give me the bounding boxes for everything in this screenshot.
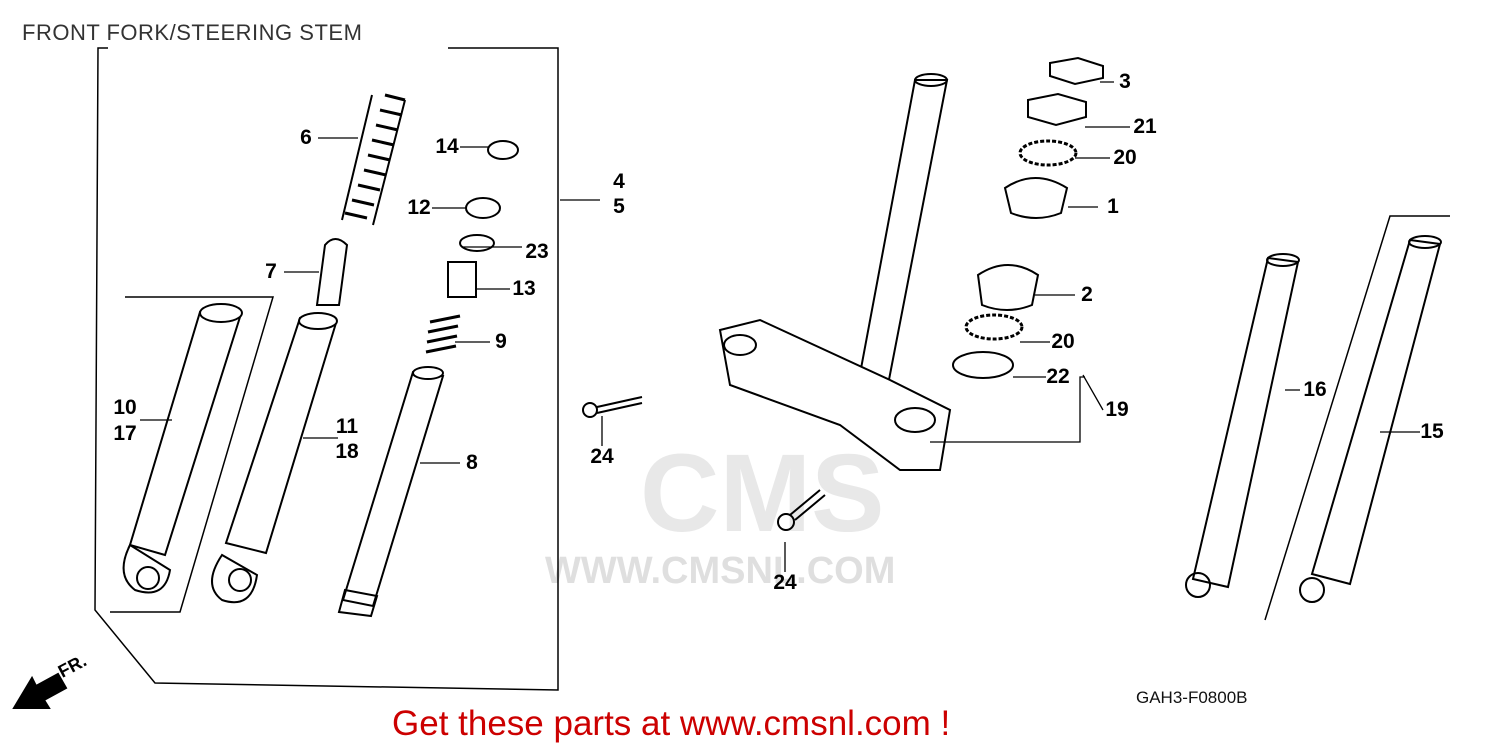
callout-3: 3 [1119,70,1131,93]
callout-15: 15 [1420,420,1444,443]
bolt-24a [582,396,643,418]
cap-14 [487,140,519,160]
outer-tube-right [211,312,338,604]
callout-18: 18 [335,440,359,463]
callout-10: 10 [113,396,137,419]
bearing-20b [964,313,1024,341]
callout-5: 5 [613,195,625,218]
race-2 [976,264,1040,311]
callout-9: 9 [495,330,507,353]
watermark-logo: CMS [640,432,885,555]
callout-19: 19 [1105,398,1129,421]
callout-17: 17 [113,422,137,445]
callout-1: 1 [1107,195,1119,218]
bolt-24b [777,489,826,531]
callout-24: 24 [590,445,614,468]
bearing-20a [1018,139,1078,167]
callout-22: 22 [1046,365,1070,388]
diagram-code: GAH3-F0800B [1136,688,1248,707]
callout-12: 12 [407,196,431,219]
spring-9 [425,314,461,354]
callout-16: 16 [1303,378,1327,401]
callout-8: 8 [466,451,478,474]
nut-21 [1027,92,1087,127]
spring-seat [315,238,349,306]
fork-spring [341,93,406,226]
outer-tube-left [122,303,243,594]
callout-14: 14 [435,135,459,158]
callout-20: 20 [1113,146,1137,169]
fork-pipe [337,366,445,618]
watermark-url: WWW.CMSNL.COM [545,550,896,592]
callout-23: 23 [525,240,549,263]
callout-6: 6 [300,126,312,149]
callout-7: 7 [265,260,277,283]
fork-assembly-frame [94,47,559,691]
right-fork-frame [1264,215,1450,621]
fork-16 [1185,253,1300,598]
front-arrow-icon [12,672,68,709]
cta-link[interactable]: Get these parts at www.cmsnl.com ! [392,704,951,743]
callout-24: 24 [773,571,797,594]
diagram-title: FRONT FORK/STEERING STEM [22,20,363,45]
seal-12 [465,197,501,219]
outer-tube-frame [110,296,275,613]
callout-11: 11 [335,415,359,438]
callout-13: 13 [512,277,536,300]
steering-stem [718,73,952,471]
callout-21: 21 [1133,115,1157,138]
leader-lines [140,81,1420,572]
bush-13 [447,261,477,298]
callout-4: 4 [613,170,625,193]
race-22 [952,351,1014,379]
race-1 [1003,177,1069,219]
clip-23 [459,234,495,252]
nut-3 [1049,56,1104,86]
fork-15 [1299,235,1442,603]
callout-2: 2 [1081,283,1093,306]
callout-20: 20 [1051,330,1075,353]
